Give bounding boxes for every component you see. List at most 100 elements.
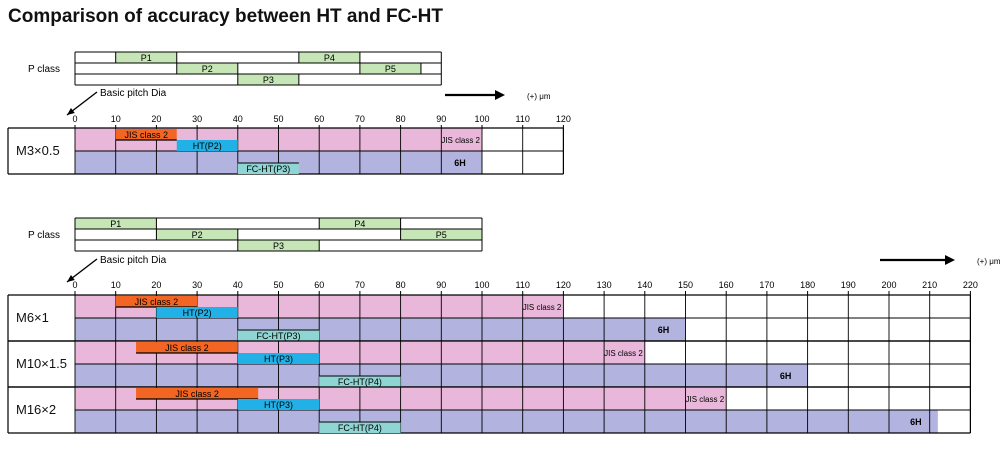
- chart2-pclass-bar-p1: [75, 218, 157, 229]
- chart2-pclass-label-p1: P1: [110, 219, 121, 229]
- chart2-fc-ht-bar-label: FC-HT(P4): [338, 423, 382, 433]
- chart1-ht-bar: [176, 140, 238, 151]
- chart2-size-label: M6×1: [16, 310, 49, 325]
- chart1-tick-label: 20: [151, 114, 161, 124]
- chart2-fc-ht-bar-label: FC-HT(P4): [338, 377, 382, 387]
- chart2-tick-label: 90: [436, 280, 446, 290]
- chart2-ht-bar-label: HT(P3): [264, 354, 293, 364]
- chart1-six-h-label: 6H: [454, 158, 466, 168]
- chart2-tick-label: 40: [233, 280, 243, 290]
- chart2-pclass-bar-p4: [319, 218, 401, 229]
- chart1-size-label: M3×0.5: [16, 143, 60, 158]
- chart2-pclass-title: P class: [28, 230, 60, 241]
- chart2-tick-label: 30: [192, 280, 202, 290]
- chart2-units-arrow-head: [945, 255, 955, 265]
- chart2-pclass-label-p3: P3: [273, 241, 284, 251]
- chart2-jis-class2-end-label: JIS class 2: [523, 303, 562, 312]
- chart2-tick-label: 150: [678, 280, 693, 290]
- chart2-tick-label: 70: [355, 280, 365, 290]
- chart1-pclass-bar-p5: [359, 63, 421, 74]
- chart1-pclass-title: P class: [28, 64, 60, 75]
- chart1-fc-ht-bar: [237, 163, 299, 174]
- chart2-tick-label: 80: [396, 280, 406, 290]
- chart1-pclass-label-p1: P1: [141, 53, 152, 63]
- chart2-ht-bar: [237, 399, 320, 410]
- chart1-tick-label: 80: [396, 114, 406, 124]
- chart2-six-h-zone: [75, 410, 938, 433]
- chart1-tick-label: 30: [192, 114, 202, 124]
- chart2-size-label: M10×1.5: [16, 356, 67, 371]
- chart2-jis-class2-bar-label: JIS class 2: [175, 389, 219, 399]
- chart1-pclass-label-p5: P5: [385, 64, 396, 74]
- chart2-six-h-zone: [75, 318, 686, 341]
- chart2-pclass-bar-p5: [400, 229, 482, 240]
- chart2-ht-bar: [156, 307, 238, 318]
- chart2-ht-bar-label: HT(P2): [183, 308, 212, 318]
- chart2-fc-ht-bar: [319, 376, 401, 387]
- chart1-pclass-label-p2: P2: [202, 64, 213, 74]
- chart1-tick-label: 100: [474, 114, 489, 124]
- chart2-ht-bar-label: HT(P3): [264, 400, 293, 410]
- chart1-tick-label: 120: [556, 114, 571, 124]
- chart2-jis-class2-end-label: JIS class 2: [604, 349, 643, 358]
- chart2-tick-label: 180: [800, 280, 815, 290]
- chart2-tick-label: 100: [474, 280, 489, 290]
- chart1-ht-bar-label: HT(P2): [193, 141, 222, 151]
- chart2-pclass-bar-p2: [156, 229, 238, 240]
- chart2-six-h-label: 6H: [910, 417, 922, 427]
- chart2-fc-ht-bar: [319, 422, 401, 433]
- chart2-ht-bar: [237, 353, 320, 364]
- chart2-jis-class2-bar-label: JIS class 2: [165, 343, 209, 353]
- chart2-jis-class2-bar: [136, 388, 259, 399]
- chart1-tick-label: 70: [355, 114, 365, 124]
- chart-title: Comparison of accuracy between HT and FC…: [8, 6, 443, 27]
- chart2-tick-label: 120: [556, 280, 571, 290]
- chart2-jis-class2-bar-label: JIS class 2: [135, 297, 179, 307]
- chart2-six-h-label: 6H: [658, 325, 670, 335]
- chart1-pclass-bar-p1: [115, 52, 177, 63]
- chart2-pclass-label-p2: P2: [192, 230, 203, 240]
- chart1-pclass-label-p4: P4: [324, 53, 335, 63]
- chart1-fc-ht-bar-label: FC-HT(P3): [246, 164, 290, 174]
- chart2-tick-label: 50: [273, 280, 283, 290]
- chart2-tick-label: 140: [637, 280, 652, 290]
- chart2-tick-label: 0: [72, 280, 77, 290]
- chart2-tick-label: 200: [881, 280, 896, 290]
- chart2-tick-label: 130: [597, 280, 612, 290]
- chart2-basic-pitch-arrow-head: [67, 275, 75, 282]
- chart1-tick-label: 50: [273, 114, 283, 124]
- chart2-jis-class2-end-label: JIS class 2: [686, 395, 725, 404]
- chart1-units-label: (+) μm: [527, 92, 551, 101]
- chart1-units-arrow-head: [495, 90, 505, 100]
- chart2-tick-label: 210: [922, 280, 937, 290]
- chart2-tick-label: 190: [841, 280, 856, 290]
- chart2-tick-label: 60: [314, 280, 324, 290]
- chart1-pclass-bar-p2: [176, 63, 238, 74]
- chart1-jis-class2-end-label: JIS class 2: [441, 136, 480, 145]
- chart1-jis-class2-bar-label: JIS class 2: [124, 130, 168, 140]
- chart2-fc-ht-bar: [237, 330, 320, 341]
- chart2-pclass-label-p4: P4: [354, 219, 365, 229]
- chart2-tick-label: 20: [151, 280, 161, 290]
- chart1-pclass-label-p3: P3: [263, 75, 274, 85]
- chart1-basic-pitch-label: Basic pitch Dia: [100, 88, 167, 99]
- chart2-tick-label: 220: [963, 280, 978, 290]
- chart2-tick-label: 110: [516, 280, 530, 290]
- chart1-basic-pitch-arrow-head: [67, 108, 75, 115]
- chart2-six-h-label: 6H: [780, 371, 792, 381]
- chart2-pclass-label-p5: P5: [436, 230, 447, 240]
- chart1-tick-label: 110: [516, 114, 530, 124]
- chart1-pclass-bar-p3: [237, 74, 299, 85]
- chart1-tick-label: 40: [233, 114, 243, 124]
- chart1-pclass-bar-p4: [298, 52, 360, 63]
- chart2-tick-label: 170: [759, 280, 774, 290]
- chart2-units-label: (+) μm: [977, 257, 1000, 266]
- chart2-jis-class2-bar: [115, 296, 198, 307]
- chart2-tick-label: 160: [719, 280, 734, 290]
- chart2-fc-ht-bar-label: FC-HT(P3): [257, 331, 301, 341]
- chart1-tick-label: 90: [436, 114, 446, 124]
- chart1-tick-label: 10: [111, 114, 121, 124]
- chart2-tick-label: 10: [111, 280, 121, 290]
- chart1-tick-label: 0: [72, 114, 77, 124]
